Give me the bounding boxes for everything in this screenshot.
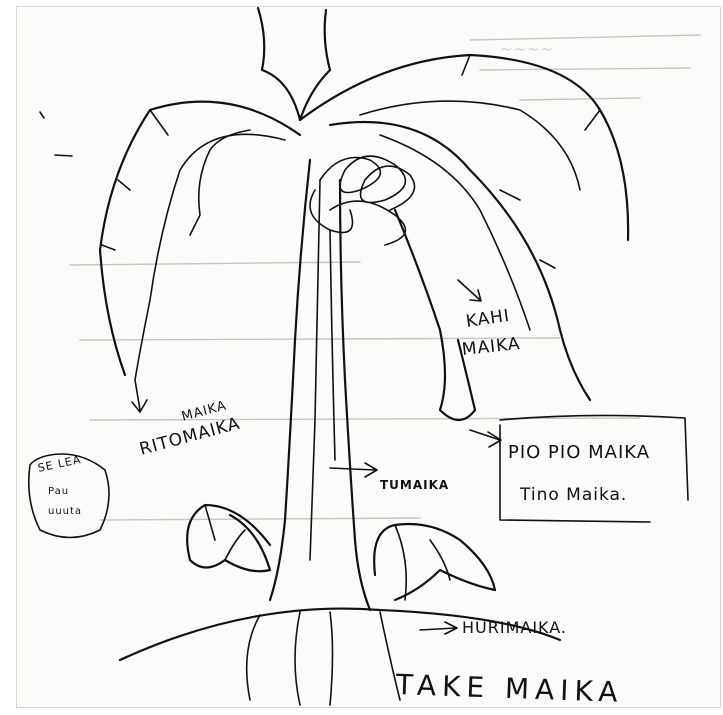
arrow-rito (132, 380, 147, 412)
banana-bunch (310, 156, 415, 245)
top-stem (258, 8, 330, 120)
right-leaf-upper-inner (360, 55, 600, 190)
arrow-kahi (458, 280, 481, 301)
label-box-pio-tino (500, 415, 688, 522)
roots (247, 612, 400, 705)
trunk-inner-lines (310, 180, 335, 560)
sucker-right (374, 524, 495, 600)
label-pio: PIO PIO MAIKA (508, 442, 650, 463)
arrow-tumu (330, 463, 377, 477)
label-tino: Tino Maika. (520, 485, 627, 505)
left-leaf-outer (100, 102, 300, 375)
right-leaf-lower-inner (380, 135, 555, 330)
label-huri: HURIMAIKA. (462, 618, 567, 637)
sucker-right-detail (395, 525, 450, 600)
side-note-line2: Pau (48, 486, 69, 497)
arrow-pio (470, 430, 501, 447)
label-tumu: TUMAIKA (380, 478, 449, 492)
sucker-left-detail (205, 505, 245, 560)
side-note-line3: uuuta (48, 506, 82, 517)
sucker-left (187, 505, 270, 571)
right-leaf-upper (300, 55, 628, 240)
right-leaf-lower (330, 122, 590, 400)
arrow-huri (420, 622, 457, 634)
left-leaf-vein (190, 130, 250, 235)
trunk-left-edge (270, 160, 310, 600)
flower-stalk (395, 210, 475, 420)
margin-marks (40, 112, 72, 156)
trunk-right-edge (340, 180, 370, 610)
